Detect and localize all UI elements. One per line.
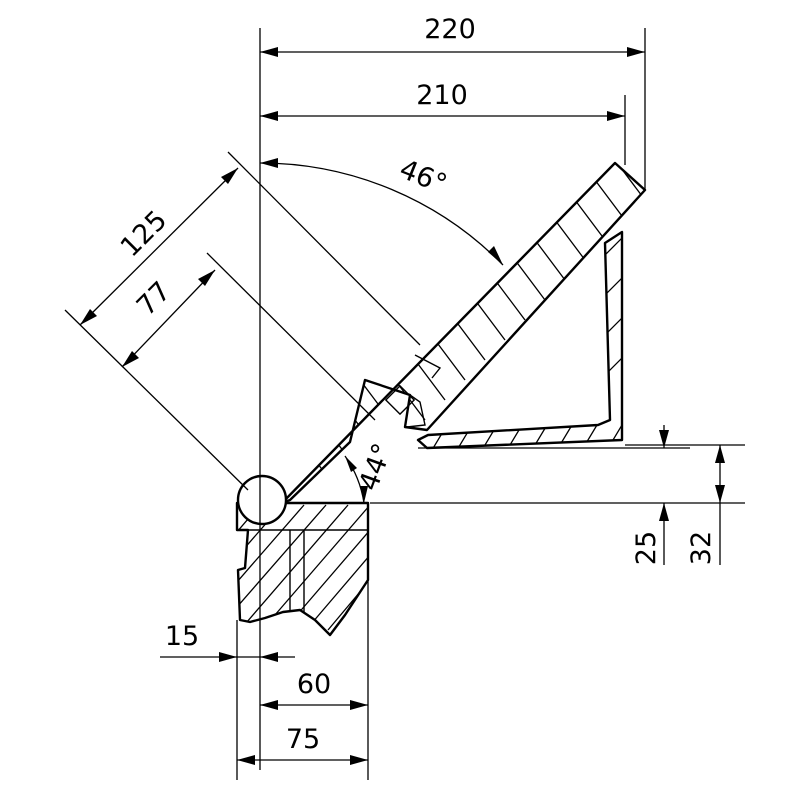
dim-210-label: 210 [416, 80, 468, 111]
dim-60-label: 60 [297, 669, 331, 700]
dim-75-label: 75 [286, 724, 320, 755]
dim-32-label: 32 [686, 531, 717, 565]
dim-60: 60 [260, 669, 368, 710]
dim-77: 77 [121, 269, 216, 368]
dim-125-label: 125 [115, 205, 173, 263]
dim-220-label: 220 [424, 14, 476, 45]
dim-44-angle: 44° [344, 439, 399, 504]
base-block [235, 501, 370, 637]
dim-46-angle: 46° [259, 154, 504, 266]
dim-75: 75 [237, 724, 368, 765]
dim-44-label: 44° [353, 439, 398, 495]
extension-lines [64, 28, 745, 780]
dim-15: 15 [160, 621, 295, 662]
dim-15-label: 15 [165, 621, 199, 652]
dim-77-label: 77 [131, 276, 177, 322]
dim-46-label: 46° [395, 154, 451, 201]
dim-220: 220 [260, 14, 645, 57]
dim-210: 210 [260, 80, 625, 121]
hinge-pin [236, 474, 288, 526]
dim-25: 25 [631, 425, 669, 565]
dim-25-label: 25 [631, 531, 662, 565]
dim-32: 32 [686, 445, 725, 565]
